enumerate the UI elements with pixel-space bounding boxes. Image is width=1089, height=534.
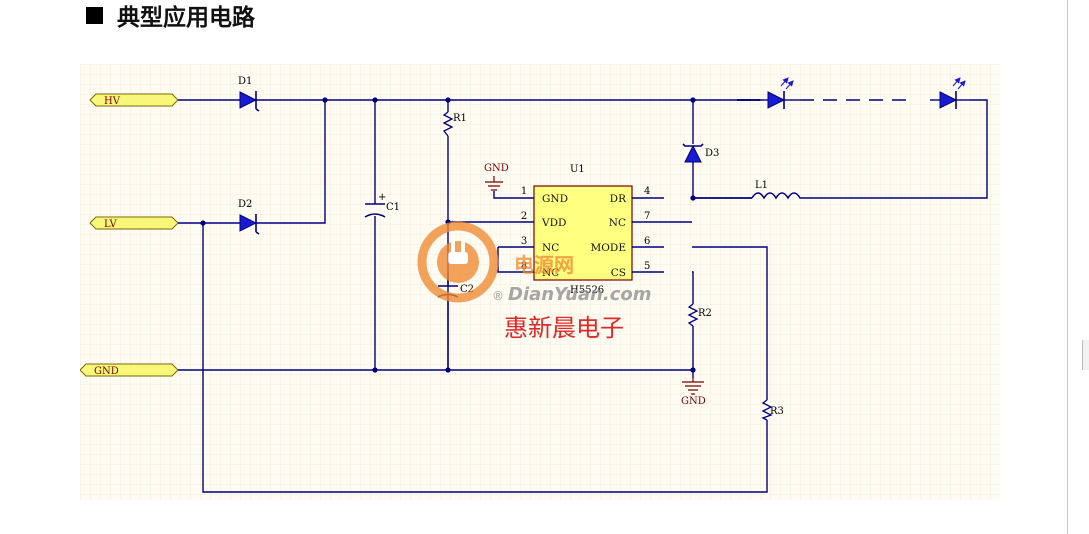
- pin-number: 1: [521, 186, 527, 197]
- d1-label: D1: [238, 76, 252, 87]
- watermark: 电源网 ® DianYuan.com: [417, 221, 652, 305]
- watermark-company: 惠新晨电子: [504, 314, 624, 342]
- u1-label: U1: [570, 164, 585, 175]
- pin-number: 7: [644, 211, 650, 222]
- svg-text:®: ®: [492, 289, 504, 303]
- diode-d3: D3: [682, 143, 719, 163]
- pin-name: DR: [610, 193, 627, 205]
- port-hv-label: HV: [104, 96, 121, 107]
- ground-symbol-bottom: GND: [681, 378, 706, 407]
- junction: [690, 97, 696, 103]
- inductor-l1: L1: [751, 180, 804, 200]
- pin-name: CS: [611, 267, 626, 279]
- l1-label: L1: [755, 180, 768, 191]
- d3-label: D3: [705, 148, 719, 159]
- section-heading: 典型应用电路: [86, 0, 255, 31]
- capacitor-c1: + C1: [364, 192, 400, 218]
- port-hv: HV: [89, 93, 179, 107]
- pin-number: 2: [521, 211, 527, 222]
- watermark-brand-en: DianYuan.com: [508, 284, 652, 305]
- watermark-brand-cn: 电源网: [514, 253, 574, 277]
- junction: [200, 220, 206, 226]
- scroll-handle[interactable]: [1082, 340, 1089, 370]
- section-title: 典型应用电路: [117, 5, 255, 31]
- pin-name: NC: [609, 217, 626, 229]
- ic-body: [533, 185, 633, 281]
- gnd-top-label: GND: [484, 163, 509, 174]
- circuit-schematic: HV LV GND: [80, 64, 1000, 500]
- pin-name: MODE: [591, 242, 626, 254]
- port-lv: LV: [89, 216, 179, 230]
- pin-number: 3: [521, 236, 527, 247]
- r1-label: R1: [453, 113, 467, 124]
- port-gnd: GND: [80, 363, 179, 377]
- pin-name: NC: [542, 242, 559, 254]
- diode-d1: D1: [238, 76, 260, 112]
- c1-label: C1: [386, 202, 400, 213]
- junction: [372, 367, 378, 373]
- r2-label: R2: [698, 308, 712, 319]
- schematic-grid: [80, 64, 1000, 500]
- pin-name: NC: [542, 267, 559, 279]
- c1-plus: +: [378, 192, 386, 203]
- resistor-r2: R2: [687, 303, 712, 327]
- resistor-r3: R3: [761, 399, 784, 421]
- junction: [445, 367, 451, 373]
- gnd-bottom-label: GND: [681, 396, 706, 407]
- pin-name: GND: [542, 193, 568, 205]
- pin-number: 8: [521, 261, 527, 272]
- resistor-r1: R1: [442, 111, 467, 137]
- ground-symbol-top: GND: [484, 163, 509, 191]
- junction: [372, 97, 378, 103]
- watermark-ring: [417, 221, 499, 303]
- junction: [690, 195, 696, 201]
- junction: [445, 97, 451, 103]
- c2-label: C2: [460, 284, 474, 295]
- junction: [690, 367, 696, 373]
- led-1: [767, 77, 794, 109]
- square-bullet-icon: [86, 6, 103, 24]
- pin-number: 5: [644, 261, 650, 272]
- pin-name: VDD: [541, 217, 566, 229]
- ic-u1: U1 1 2 3 8 GND VDD NC NC 4 7 6 5 DR NC M…: [520, 164, 664, 296]
- port-gnd-label: GND: [94, 366, 119, 377]
- r3-label: R3: [770, 406, 784, 417]
- pin-number: 4: [644, 186, 650, 197]
- port-lv-label: LV: [104, 219, 117, 230]
- diode-d2: D2: [238, 199, 260, 235]
- junctions: [200, 97, 696, 373]
- d2-label: D2: [238, 199, 252, 210]
- led-2: [939, 77, 966, 109]
- junction: [322, 97, 328, 103]
- page-frame-line: [1067, 0, 1068, 534]
- pin-number: 6: [644, 236, 650, 247]
- ic-part-number: H5526: [570, 285, 604, 296]
